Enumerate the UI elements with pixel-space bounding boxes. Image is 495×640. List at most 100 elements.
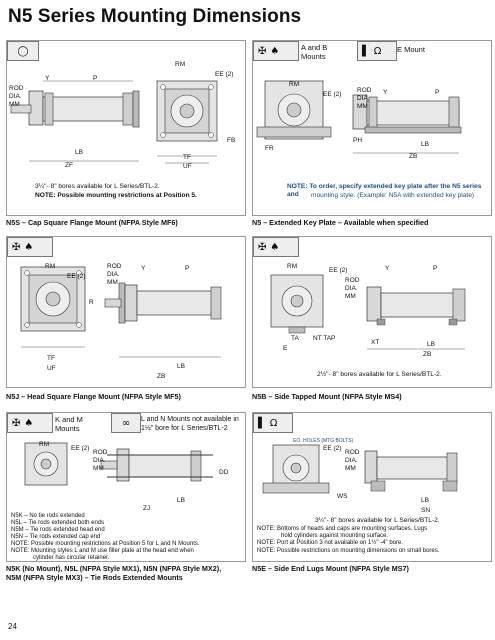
page-number: 24	[8, 622, 17, 631]
n5s-caption: N5S – Cap Square Flange Mount (NFPA Styl…	[6, 218, 178, 227]
n5k-icon-box-ln: ∞	[111, 413, 141, 433]
n5e-note-line: NOTE: Port at Position 3 not available o…	[257, 540, 404, 547]
n5e-hole-note: EO. HOLES (MTG BOLTS)	[293, 438, 354, 444]
n5-dim-lb: LB	[421, 141, 429, 148]
n5-mounts-a-label: A and B	[301, 43, 328, 52]
dim-lb: LB	[75, 149, 83, 156]
spade-icon: ♠	[24, 417, 34, 429]
n5k-note-line: N5K – No tie rods extended	[11, 513, 85, 519]
n5-caption: N5 – Extended Key Plate – Available when…	[252, 218, 429, 227]
n5s-restriction-note: NOTE: Possible mounting restrictions at …	[35, 192, 197, 199]
n5b-bore-note: 2½"- 8" bores available for L Series/BTL…	[317, 371, 442, 378]
n5k-ln-note-line2: 1½" bore for L Series/BTL-2	[141, 425, 228, 432]
n5k-caption-line2: N5M (NFPA Style MX3) – Tie Rods Extended…	[6, 573, 183, 582]
n5j-caption: N5J – Head Square Flange Mount (NFPA Sty…	[6, 392, 181, 401]
n5j-dim-y: Y	[141, 265, 146, 272]
n5e-notes: NOTE: Bottoms of heads and caps are moun…	[257, 526, 489, 555]
n5s-icon-box: ◯	[7, 41, 39, 61]
omega-icon: Ω	[373, 45, 382, 57]
n5b-icon-box: ✠ ♠	[253, 237, 299, 257]
n5-mounts-e: E Mount	[397, 45, 425, 54]
n5b-dim-e: E	[283, 345, 288, 352]
n5k-dim-dd: DD	[219, 469, 229, 476]
panel-n5k: ✠ ♠ K and M Mounts ∞ L and N Mounts not …	[6, 412, 246, 562]
n5e-icon-box: ▌ Ω	[253, 413, 293, 433]
n5b-dim-lb: LB	[427, 341, 435, 348]
n5e-drawing	[262, 444, 458, 494]
n5e-note-line: NOTE: Bottoms of heads and caps are moun…	[257, 526, 428, 532]
n5k-mounts-k-label: K and M	[55, 415, 83, 424]
n5k-caption-line1: N5K (No Mount), N5L (NFPA Style MX1), N5…	[6, 564, 222, 573]
n5j-dim-tf: TF	[47, 355, 55, 362]
spade-icon: ♠	[24, 241, 34, 253]
star-icon: ✠	[258, 241, 267, 253]
n5j-drawing	[20, 266, 222, 358]
spade-icon: ♠	[270, 241, 280, 253]
star-icon: ✠	[12, 417, 21, 429]
panel-n5s: ◯ ROD DIA. MM Y P LB ZF RM EE (2) TF UF …	[6, 40, 246, 216]
n5k-dim-ee: EE (2)	[71, 445, 90, 452]
n5k-note-line: N5M – Tie rods extended head end	[11, 527, 105, 533]
n5j-dim-rm: RM	[45, 263, 56, 270]
panel-n5j: ✠ ♠ RM EE (2) R TF UF ROD DIA. MM Y P LB…	[6, 236, 246, 388]
n5-dim-fr: FR	[265, 145, 274, 152]
n5e-dim-rod-dia: ROD DIA. MM	[345, 449, 360, 472]
dim-zf: ZF	[65, 162, 73, 169]
n5b-dim-nt-tap: NT TAP	[313, 335, 336, 342]
n5b-dim-y: Y	[385, 265, 390, 272]
n5k-ln-note: L and N Mounts not available in 1½" bore…	[141, 415, 245, 433]
n5-dim-y: Y	[383, 89, 388, 96]
n5-dim-ph: PH	[353, 137, 363, 144]
n5k-caption: N5K (No Mount), N5L (NFPA Style MX1), N5…	[6, 564, 250, 582]
n5e-caption: N5E – Side End Lugs Mount (NFPA Style MS…	[252, 564, 409, 573]
n5j-dim-ee: EE (2)	[67, 273, 86, 280]
bar-icon: ▌	[362, 45, 370, 57]
panel-n5: ✠ ♠ A and B Mounts ▌ Ω E Mount RM EE (2)…	[252, 40, 492, 216]
n5e-note-line: hold cylinders against mounting surface.	[281, 533, 389, 540]
n5-dim-rod-dia: ROD DIA. MM	[357, 87, 372, 110]
n5j-dim-zb: ZB	[157, 373, 166, 380]
n5e-note-line: NOTE: Possible restrictions on mounting …	[257, 547, 440, 554]
n5k-dim-zj: ZJ	[143, 505, 151, 512]
n5k-icon-box: ✠ ♠	[7, 413, 53, 433]
n5k-dim-rod-dia: ROD DIA. MM	[93, 449, 108, 472]
dim-rm: RM	[175, 61, 186, 68]
n5j-dim-rod-dia: ROD DIA. MM	[107, 263, 122, 286]
n5-dim-zb: ZB	[409, 153, 418, 160]
n5e-dim-ee: EE (2)	[323, 445, 342, 452]
n5-drawing	[256, 80, 462, 154]
n5-mounts-b-label: Mounts	[301, 52, 326, 61]
dim-ee: EE (2)	[215, 71, 234, 78]
n5e-bore-note: 3¼"- 8" bores available for L Series/BTL…	[315, 517, 440, 524]
n5b-dim-xt: XT	[371, 339, 380, 346]
n5j-dim-r: R	[89, 299, 94, 306]
bar-icon: ▌	[258, 417, 266, 429]
n5k-note-line: NOTE: Possible mounting restrictions at …	[11, 541, 200, 547]
n5-note-1: NOTE: To order, specify extended key pla…	[287, 183, 482, 198]
n5k-mounts-label: Mounts	[55, 424, 80, 433]
n5b-dim-p: P	[433, 265, 438, 272]
star-icon: ✠	[12, 241, 21, 253]
n5k-ln-note-line1: L and N Mounts not available in	[141, 416, 239, 423]
n5b-dim-ta: TA	[291, 335, 299, 342]
n5b-dim-rm: RM	[287, 263, 298, 270]
page-title: N5 Series Mounting Dimensions	[8, 6, 302, 27]
n5j-dim-uf: UF	[47, 365, 56, 372]
n5b-drawing	[270, 274, 466, 350]
n5b-dim-ee: EE (2)	[329, 267, 348, 274]
n5-icon-box-e: ▌ Ω	[357, 41, 397, 61]
n5s-drawing	[10, 80, 218, 164]
dim-y: Y	[45, 75, 50, 82]
star-icon: ✠	[258, 45, 267, 57]
n5j-dim-p: P	[185, 265, 190, 272]
n5b-dim-rod-dia: ROD DIA. MM	[345, 277, 360, 300]
n5-icon-box-ab: ✠ ♠	[253, 41, 299, 61]
dim-p: P	[93, 75, 98, 82]
n5k-note-line: NOTE: Mounting styles L and M use filler…	[11, 548, 194, 554]
n5k-dim-lb: LB	[177, 497, 185, 504]
n5e-dim-lb: LB	[421, 497, 429, 504]
n5b-dim-zb: ZB	[423, 351, 432, 358]
n5k-note-line: cylinder has circular retainer.	[33, 555, 110, 561]
n5e-dim-ws: WS	[337, 493, 348, 500]
spade-icon: ♠	[270, 45, 280, 57]
